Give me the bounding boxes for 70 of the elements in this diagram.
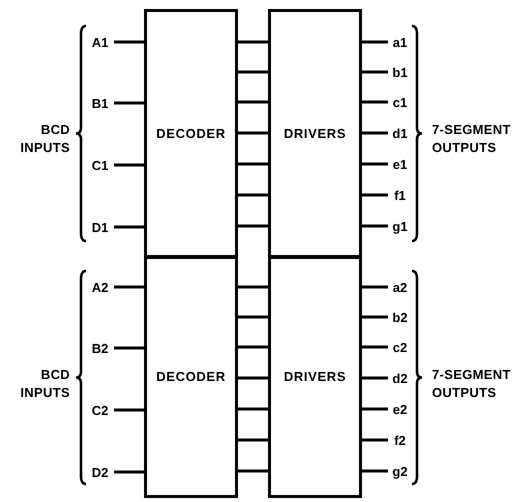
pin-label: D2 bbox=[88, 464, 112, 480]
block-box bbox=[268, 9, 362, 258]
pin-label: d1 bbox=[390, 125, 410, 141]
connector-line bbox=[362, 408, 388, 410]
connector-line bbox=[362, 438, 388, 442]
pin-label: C2 bbox=[88, 402, 112, 418]
connector-line bbox=[114, 346, 144, 350]
connector-line bbox=[238, 224, 268, 228]
connector-line bbox=[238, 376, 268, 380]
connector-line bbox=[362, 470, 388, 472]
connector-line bbox=[238, 162, 268, 166]
block-box bbox=[144, 256, 238, 498]
connector-line bbox=[362, 376, 388, 380]
connector-line bbox=[238, 470, 268, 472]
pin-label: b2 bbox=[390, 309, 410, 325]
connector-line bbox=[362, 100, 388, 104]
connector-line bbox=[238, 408, 268, 410]
pin-label: A2 bbox=[88, 279, 112, 295]
pin-label: g2 bbox=[390, 463, 410, 479]
block-box bbox=[268, 256, 362, 498]
connector-line bbox=[238, 40, 268, 44]
connector-line bbox=[362, 316, 388, 318]
pin-label: B2 bbox=[88, 340, 112, 356]
group-label: BCD INPUTS bbox=[19, 121, 70, 157]
pin-label: a2 bbox=[390, 279, 410, 295]
connector-line bbox=[114, 226, 144, 228]
connector-line bbox=[362, 286, 388, 288]
block-title: DRIVERS bbox=[284, 368, 346, 386]
connector-line bbox=[114, 164, 144, 166]
connector-line bbox=[362, 224, 388, 228]
group-label: 7-SEGMENT OUTPUTS bbox=[432, 366, 512, 402]
connector-line bbox=[362, 132, 388, 134]
connector-line bbox=[238, 194, 268, 196]
pin-label: e2 bbox=[390, 401, 410, 417]
block-title: DECODER bbox=[156, 368, 226, 386]
pin-label: D1 bbox=[88, 219, 112, 235]
connector-line bbox=[114, 470, 144, 474]
connector-line bbox=[238, 286, 268, 288]
connector-line bbox=[114, 286, 144, 288]
connector-line bbox=[238, 132, 268, 134]
pin-label: c1 bbox=[390, 94, 410, 110]
pin-label: g1 bbox=[390, 218, 410, 234]
pin-label: C1 bbox=[88, 157, 112, 173]
connector-line bbox=[362, 346, 388, 348]
group-label: 7-SEGMENT OUTPUTS bbox=[432, 121, 512, 157]
pin-label: f1 bbox=[390, 187, 410, 203]
pin-label: e1 bbox=[390, 156, 410, 172]
connector-line bbox=[114, 102, 144, 104]
block-title: DRIVERS bbox=[284, 124, 346, 143]
pin-label: a1 bbox=[390, 34, 410, 50]
connector-line bbox=[362, 40, 388, 44]
group-label: BCD INPUTS bbox=[19, 366, 70, 402]
connector-line bbox=[114, 40, 144, 44]
connector-line bbox=[114, 408, 144, 412]
connector-line bbox=[362, 70, 388, 74]
connector-line bbox=[238, 346, 268, 348]
connector-line bbox=[238, 70, 268, 74]
pin-label: B1 bbox=[88, 95, 112, 111]
pin-label: d2 bbox=[390, 370, 410, 386]
connector-line bbox=[238, 316, 268, 318]
pin-label: A1 bbox=[88, 34, 112, 50]
pin-label: f2 bbox=[390, 432, 410, 448]
connector-line bbox=[238, 438, 268, 442]
pin-label: b1 bbox=[390, 64, 410, 80]
block-title: DECODER bbox=[156, 124, 226, 143]
connector-line bbox=[362, 162, 388, 166]
connector-line bbox=[238, 100, 268, 104]
block-box bbox=[144, 9, 238, 258]
pin-label: c2 bbox=[390, 339, 410, 355]
connector-line bbox=[362, 194, 388, 196]
